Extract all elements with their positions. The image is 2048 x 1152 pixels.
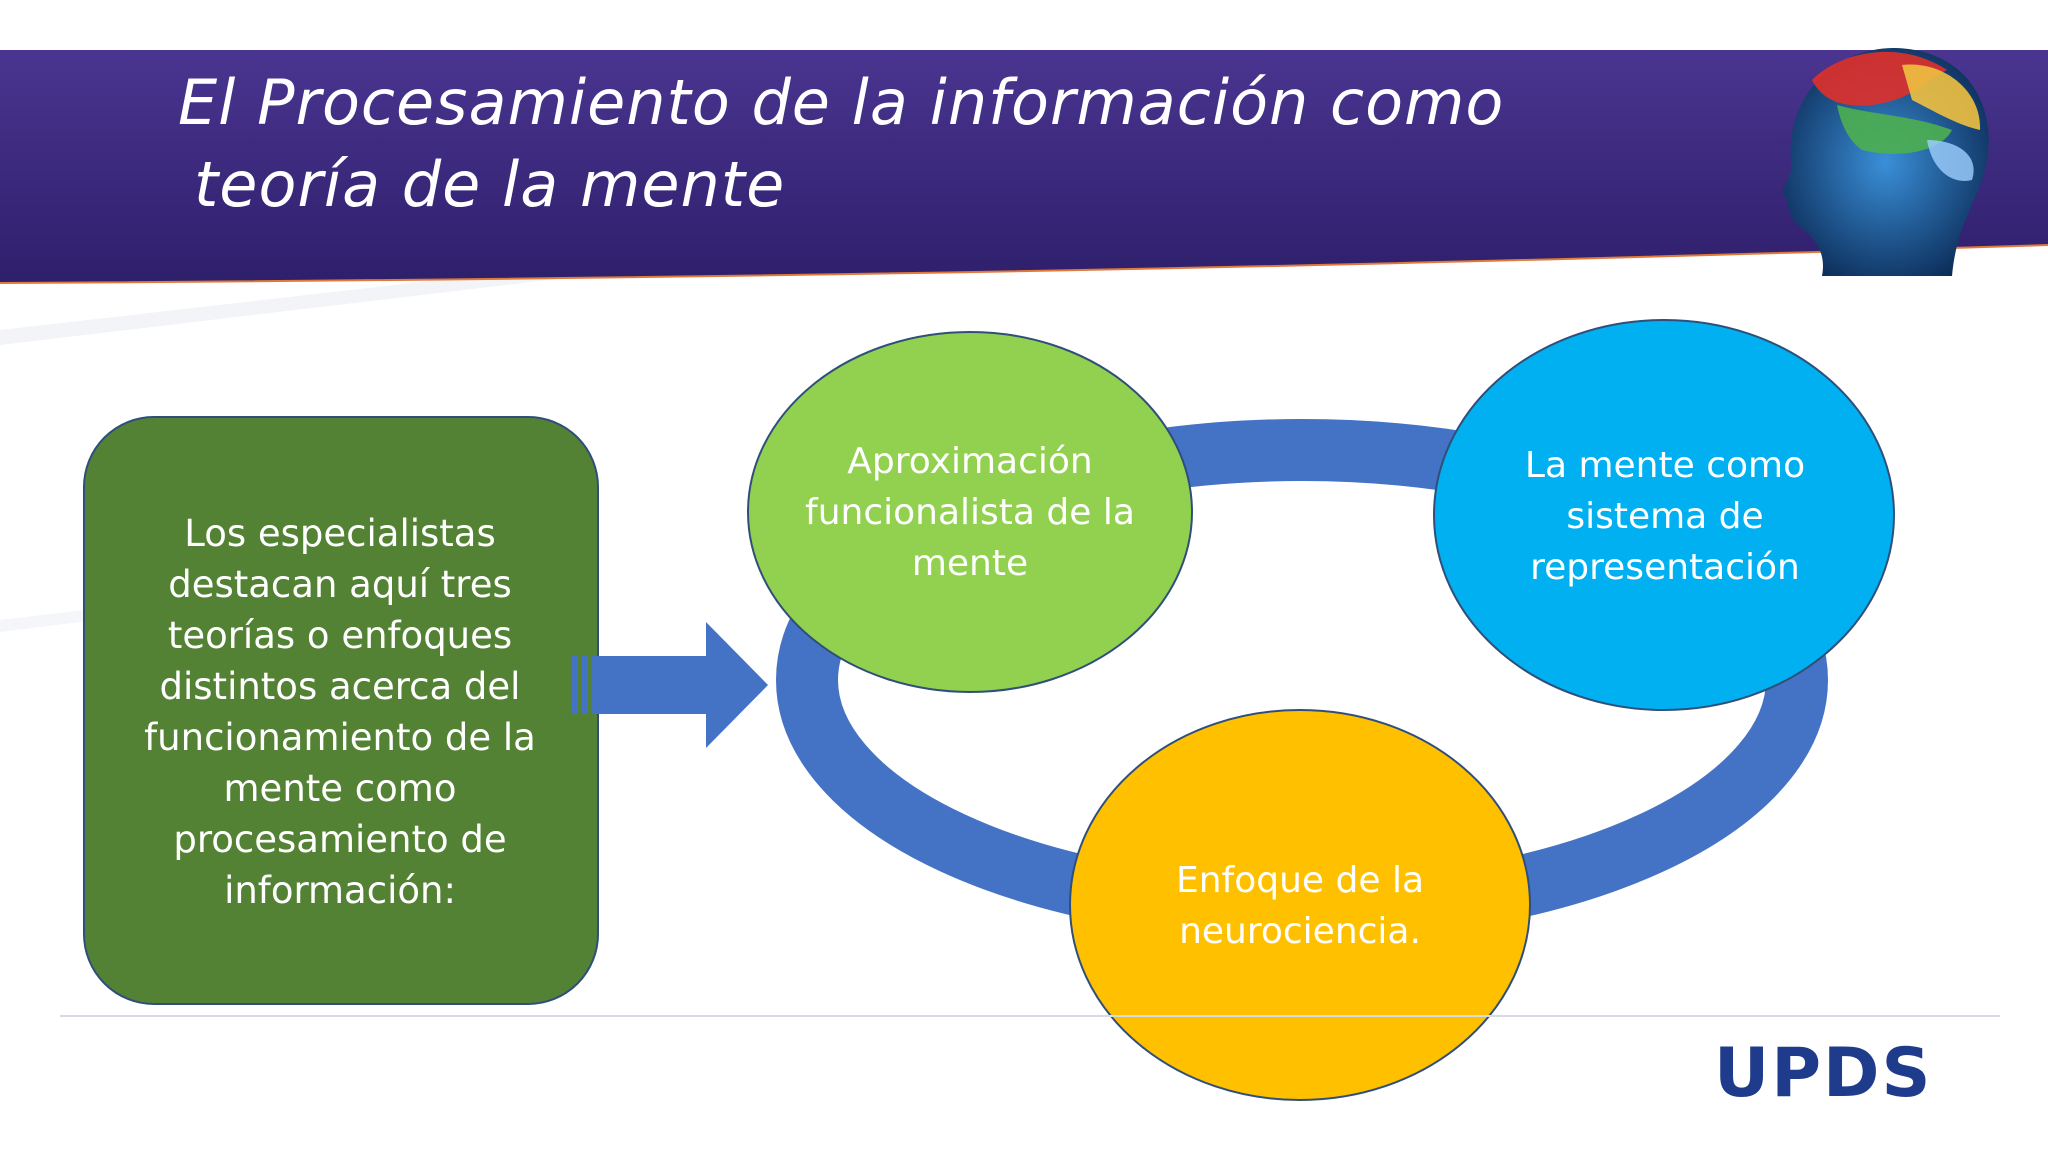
header-banner bbox=[0, 50, 2048, 283]
footer-divider bbox=[60, 1015, 2000, 1017]
node-blue-shape bbox=[1433, 319, 1895, 711]
right-arrow-icon bbox=[572, 622, 768, 748]
title-line-1: El Procesamiento de la información como bbox=[178, 66, 1505, 139]
upds-logo: UPDS bbox=[1714, 1034, 1933, 1113]
brain-head-icon bbox=[1782, 48, 1989, 276]
title-line-2: teoría de la mente bbox=[194, 148, 786, 221]
node-representation-label: La mente como sistema de representación bbox=[1524, 445, 1806, 588]
node-functionalist-label: Aproximación funcionalista de la mente bbox=[805, 441, 1135, 584]
node-green-shape bbox=[747, 331, 1193, 693]
node-neuroscience-label: Enfoque de la neurociencia. bbox=[1175, 860, 1425, 952]
page-title: El Procesamiento de la información como … bbox=[178, 62, 1678, 226]
node-yellow-shape bbox=[1069, 709, 1531, 1101]
intro-text: Los especialistas destacan aquí tres teo… bbox=[144, 512, 536, 912]
